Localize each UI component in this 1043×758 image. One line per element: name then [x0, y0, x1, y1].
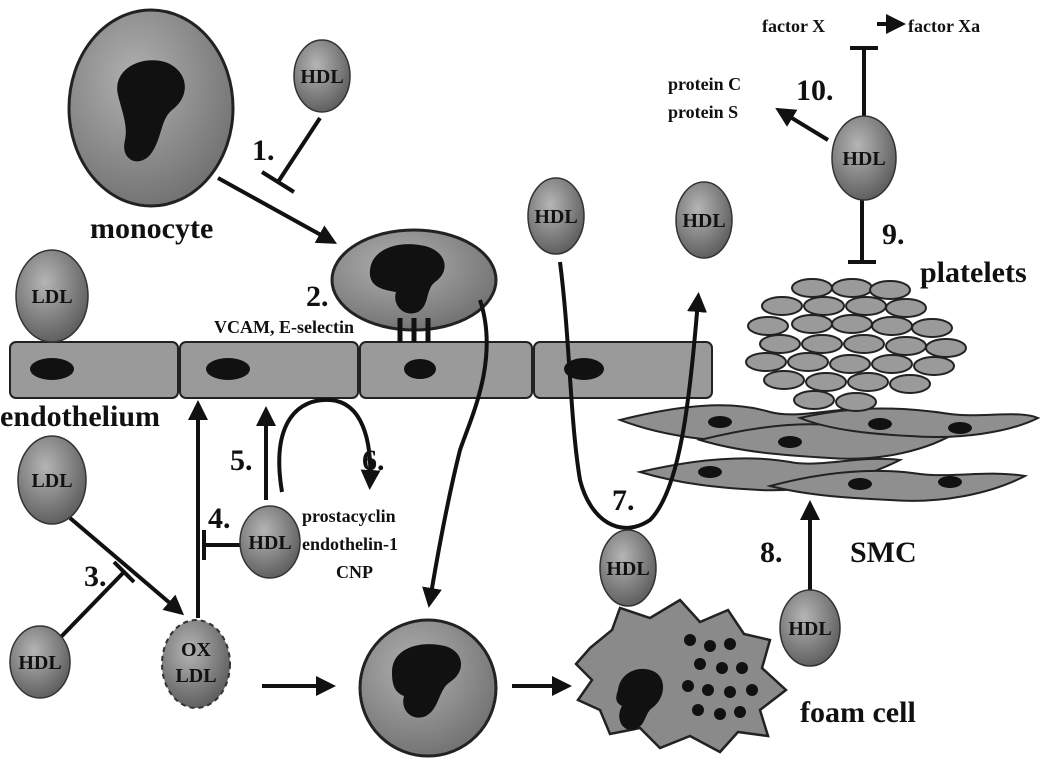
monocyte-label: monocyte — [90, 212, 213, 245]
hdl-particle-7-left: HDL — [528, 178, 584, 254]
step-3-label: 3. — [84, 560, 107, 593]
protein-c-label: protein C — [668, 74, 741, 94]
endothelium-layer — [10, 342, 712, 398]
hdl-particle-7-right: HDL — [676, 182, 732, 258]
svg-text:LDL: LDL — [175, 665, 216, 687]
factor-x-label: factor X — [762, 16, 825, 36]
step-4-label: 4. — [208, 502, 231, 535]
hdl-particle-top: HDL — [294, 40, 350, 112]
endothelin-label: endothelin-1 — [302, 534, 398, 554]
svg-text:HDL: HDL — [248, 532, 291, 554]
svg-text:HDL: HDL — [300, 66, 343, 88]
step-6-label: 6. — [362, 444, 385, 477]
monocyte-cell — [69, 10, 233, 206]
hdl-particle-near-foam: HDL — [600, 530, 656, 606]
platelets-label: platelets — [920, 256, 1027, 289]
hdl-particle-step4: HDL — [240, 506, 300, 578]
step-7-label: 7. — [612, 484, 635, 517]
svg-text:LDL: LDL — [31, 470, 72, 492]
svg-text:LDL: LDL — [31, 286, 72, 308]
factor-xa-label: factor Xa — [908, 16, 980, 36]
foam-cell — [576, 600, 786, 752]
hdl-particle-step9-10: HDL — [832, 116, 896, 200]
step-5-label: 5. — [230, 444, 253, 477]
step-10-label: 10. — [796, 74, 834, 107]
hdl-particle-step8: HDL — [780, 590, 840, 666]
step-8-label: 8. — [760, 536, 783, 569]
svg-text:HDL: HDL — [842, 148, 885, 170]
platelets-cluster — [746, 279, 966, 411]
ldl-particle-lower: LDL — [18, 436, 86, 524]
macrophage-cell — [360, 620, 496, 756]
adherent-monocyte — [332, 230, 496, 330]
svg-text:HDL: HDL — [18, 652, 61, 674]
foam-cell-label: foam cell — [800, 696, 916, 729]
smooth-muscle-cells — [620, 405, 1038, 501]
hdl-particle-bottom-left: HDL — [10, 626, 70, 698]
protein-s-label: protein S — [668, 102, 738, 122]
smc-label: SMC — [850, 536, 917, 569]
step-9-label: 9. — [882, 218, 905, 251]
svg-text:HDL: HDL — [534, 206, 577, 228]
svg-text:HDL: HDL — [606, 558, 649, 580]
cnp-label: CNP — [336, 562, 373, 582]
endothelium-label: endothelium — [0, 400, 160, 433]
prostacyclin-label: prostacyclin — [302, 506, 396, 526]
ldl-particle-left: LDL — [16, 250, 88, 342]
svg-text:HDL: HDL — [682, 210, 725, 232]
svg-text:HDL: HDL — [788, 618, 831, 640]
ox-ldl-particle: OX LDL — [162, 620, 230, 708]
step-1-label: 1. — [252, 134, 275, 167]
adhesion-label: VCAM, E-selectin — [214, 317, 354, 337]
step-2-label: 2. — [306, 280, 329, 313]
svg-text:OX: OX — [181, 639, 212, 661]
